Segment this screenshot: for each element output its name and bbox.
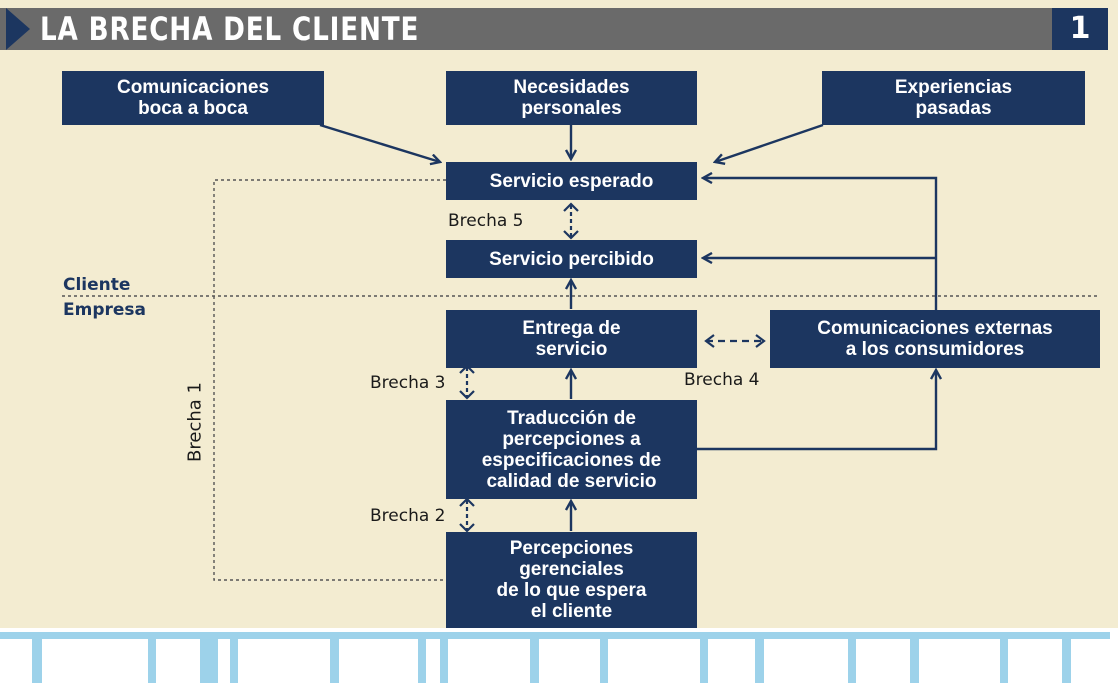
service-delivery-box: Entrega de servicio xyxy=(446,310,697,368)
gap5-arrow-icon xyxy=(563,202,579,240)
header-bar: LA BRECHA DEL CLIENTE 1 xyxy=(0,8,1108,50)
gap2-label: Brecha 2 xyxy=(370,506,446,526)
gap3-arrow-icon xyxy=(459,364,475,400)
gap4-label: Brecha 4 xyxy=(684,370,760,390)
perceived-service-box: Servicio percibido xyxy=(446,240,697,278)
company-label: Empresa xyxy=(63,300,146,320)
figure-number: 1 xyxy=(1052,8,1108,50)
gap3-label: Brecha 3 xyxy=(370,373,446,393)
gap5-label: Brecha 5 xyxy=(448,211,524,231)
word-of-mouth-box: Comunicaciones boca a boca xyxy=(62,71,324,125)
external-communications-box: Comunicaciones externas a los consumidor… xyxy=(770,310,1100,368)
arrow-word-of-mouth xyxy=(319,123,440,162)
header-title: LA BRECHA DEL CLIENTE xyxy=(40,10,420,48)
translation-box: Traducción de percepciones a especificac… xyxy=(446,400,697,499)
decorative-bottom-strip xyxy=(0,628,1118,683)
arrow-past-experience xyxy=(715,123,824,162)
gap1-bracket xyxy=(213,179,446,581)
expected-service-box: Servicio esperado xyxy=(446,162,697,200)
arrow-translation-to-external xyxy=(697,370,936,451)
gap-double-arrow-icons xyxy=(459,202,579,533)
gap2-arrow-icon xyxy=(459,497,475,533)
header-arrow-icon xyxy=(6,8,30,50)
past-experience-box: Experiencias pasadas xyxy=(822,71,1085,125)
client-label: Cliente xyxy=(63,275,131,295)
personal-needs-box: Necesidades personales xyxy=(446,71,697,125)
gap1-label: Brecha 1 xyxy=(184,382,206,462)
management-perceptions-box: Percepciones gerenciales de lo que esper… xyxy=(446,532,697,628)
decorative-pattern xyxy=(0,632,1110,683)
arrow-external-to-expected xyxy=(703,178,938,310)
